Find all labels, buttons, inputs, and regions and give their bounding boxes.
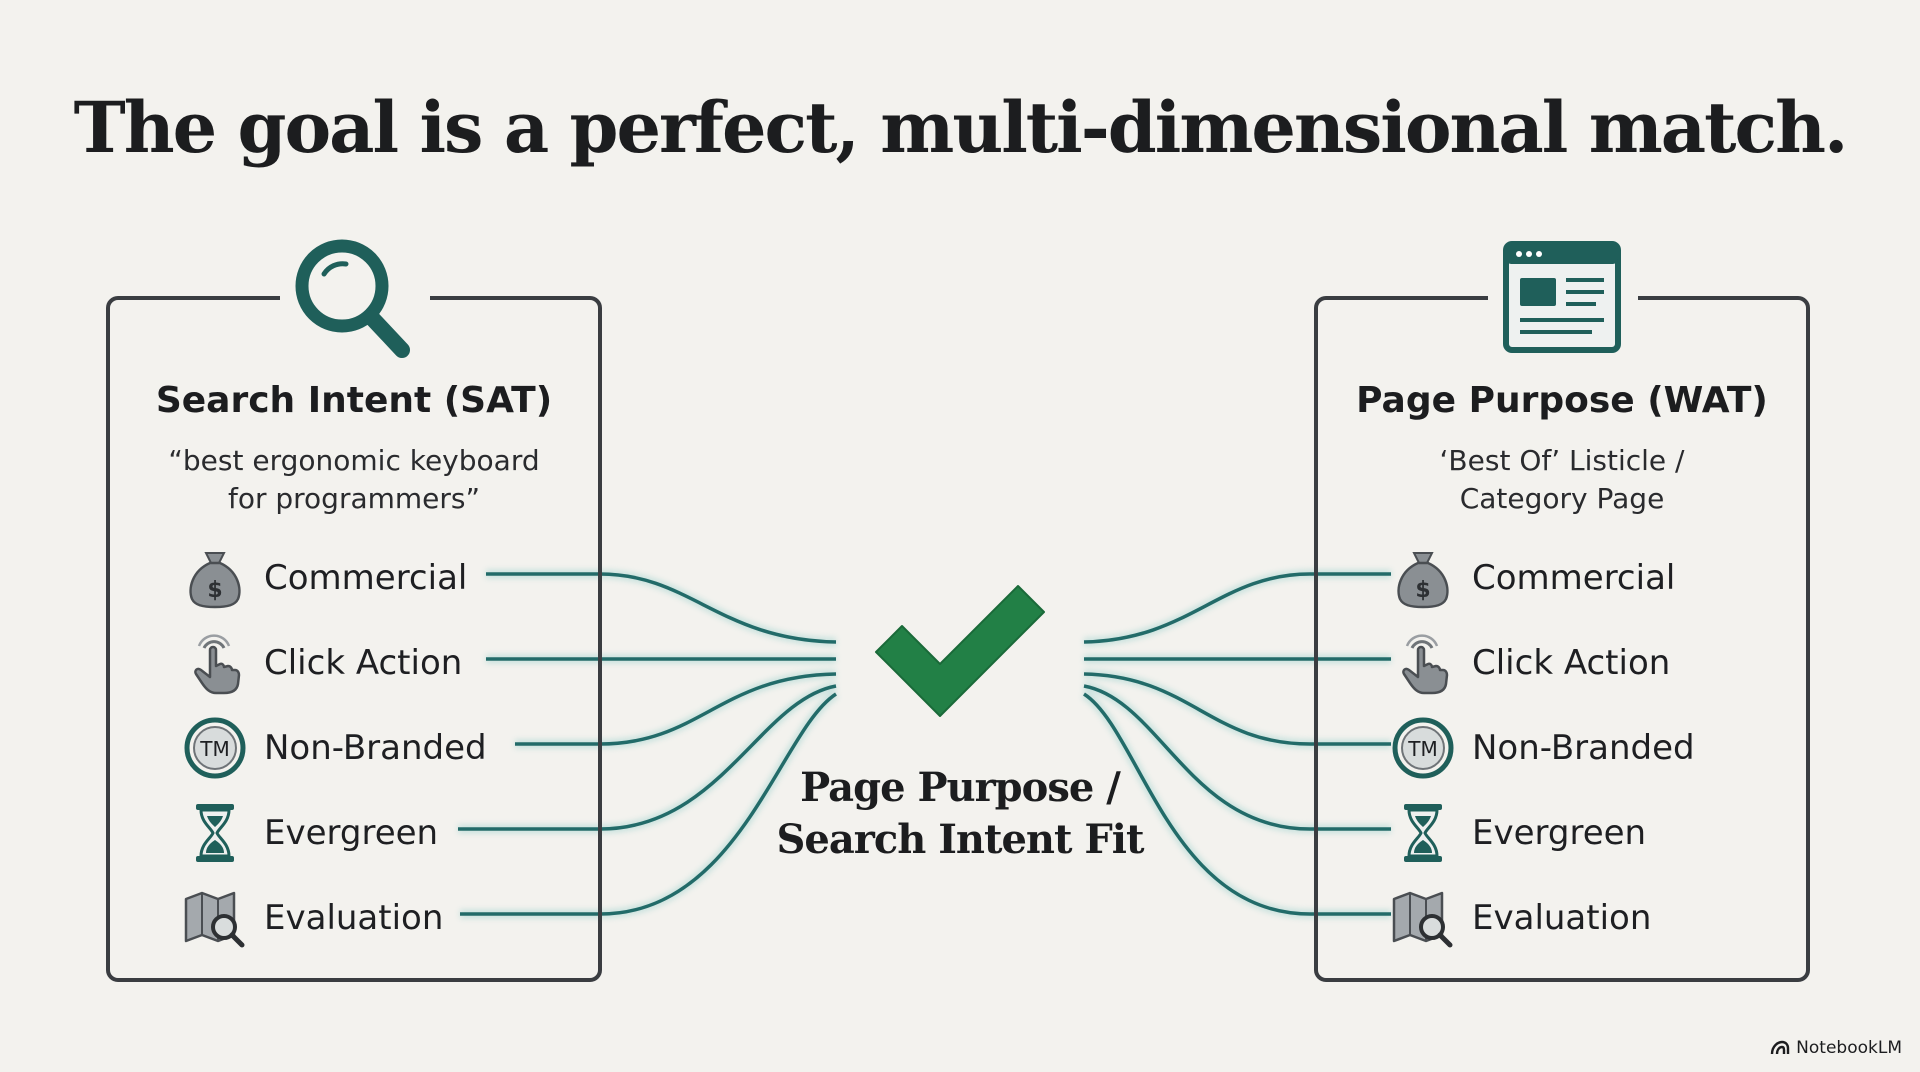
money-bag-icon: $ (182, 545, 248, 611)
trademark-icon: TM (1390, 715, 1456, 781)
purpose-label: Commercial (1472, 558, 1676, 598)
map-search-icon (1390, 885, 1456, 951)
page-purpose-panel: Page Purpose (WAT) ‘Best Of’ Listicle / … (1314, 241, 1810, 982)
intent-label: Evergreen (264, 813, 439, 853)
intent-label: Non-Branded (264, 728, 487, 768)
magnifier-icon (284, 236, 424, 366)
purpose-item-non-branded: TM Non-Branded (1390, 712, 1695, 784)
svg-text:$: $ (207, 578, 222, 603)
intent-item-click-action: Click Action (182, 627, 462, 699)
browser-window-icon (1492, 236, 1632, 366)
purpose-item-click-action: Click Action (1390, 627, 1670, 699)
purpose-label: Evergreen (1472, 813, 1647, 853)
search-query-text: “best ergonomic keyboard for programmers… (168, 444, 540, 515)
search-intent-title: Search Intent (SAT) (155, 380, 553, 421)
page-title: The goal is a perfect, multi-dimensional… (73, 86, 1849, 169)
purpose-label: Non-Branded (1472, 728, 1695, 768)
checkmark-icon (862, 568, 1058, 728)
purpose-label: Evaluation (1472, 898, 1652, 938)
search-intent-panel: Search Intent (SAT) “best ergonomic keyb… (106, 239, 602, 982)
purpose-item-evaluation: Evaluation (1390, 882, 1651, 954)
intent-item-non-branded: TM Non-Branded (182, 712, 487, 784)
page-purpose-title: Page Purpose (WAT) (1356, 380, 1768, 421)
fit-label: Page Purpose / Search Intent Fit (776, 764, 1145, 863)
money-bag-icon: $ (1390, 545, 1456, 611)
map-search-icon (182, 885, 248, 951)
intent-item-evaluation: Evaluation (182, 882, 443, 954)
pointer-hand-icon (1390, 630, 1456, 696)
watermark-text: NotebookLM (1796, 1038, 1902, 1058)
purpose-item-commercial: $ Commercial (1390, 542, 1675, 614)
trademark-icon: TM (182, 715, 248, 781)
pointer-hand-icon (182, 630, 248, 696)
svg-text:$: $ (1415, 578, 1430, 603)
hourglass-icon (182, 800, 248, 866)
svg-text:TM: TM (1407, 737, 1437, 761)
intent-label: Evaluation (264, 898, 444, 938)
hourglass-icon (1390, 800, 1456, 866)
notebooklm-watermark: NotebookLM (1770, 1038, 1902, 1058)
svg-text:TM: TM (199, 737, 229, 761)
purpose-label: Click Action (1472, 643, 1671, 683)
intent-label: Click Action (264, 643, 463, 683)
intent-item-evergreen: Evergreen (182, 797, 438, 869)
intent-label: Commercial (264, 558, 468, 598)
purpose-item-evergreen: Evergreen (1390, 797, 1646, 869)
intent-item-commercial: $ Commercial (182, 542, 467, 614)
notebooklm-logo-icon (1770, 1040, 1790, 1055)
page-type-text: ‘Best Of’ Listicle / Category Page (1439, 444, 1685, 515)
